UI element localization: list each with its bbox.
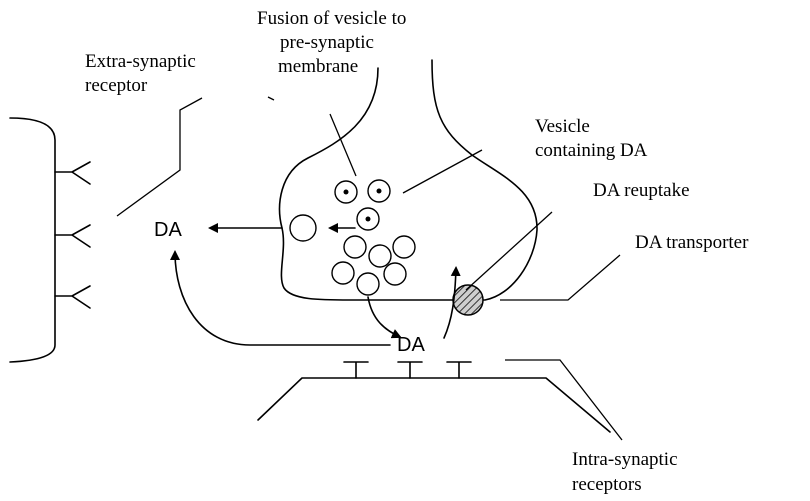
intra-synaptic-label: Intra-synaptic receptors [572, 449, 682, 495]
reuptake-label: DA reuptake [593, 180, 690, 201]
intra-synaptic-receptor-3 [447, 362, 471, 378]
extra-synaptic-receptor-3 [55, 286, 90, 308]
extra-synaptic-receptor-2 [55, 225, 90, 247]
reuptake-arrow [444, 268, 456, 338]
transporter-label: DA transporter [635, 232, 749, 253]
extra-synaptic-label: Extra-synaptic receptor [85, 51, 201, 96]
da-label-extra: DA [154, 219, 182, 241]
fusion-leader [330, 114, 356, 176]
extra-synaptic-neuron [10, 118, 90, 362]
intra-synaptic-neuron [258, 362, 610, 432]
intra-synaptic-receptor-1 [344, 362, 368, 378]
presynaptic-terminal [280, 60, 537, 300]
vesicle-containing-label: Vesicle containing DA [535, 116, 648, 161]
fusion-label: Fusion of vesicle to pre-synaptic membra… [257, 8, 411, 77]
reuptake-leader [466, 212, 552, 290]
mark [268, 97, 274, 100]
release-to-cleft-arrow [368, 297, 400, 337]
vesicle-cluster [332, 236, 415, 295]
da-transporter [453, 285, 483, 315]
vesicle-leader [403, 150, 482, 193]
extra-synaptic-receptor-1 [55, 162, 90, 184]
fusing-vesicle [290, 215, 316, 241]
da-label-cleft: DA [397, 334, 425, 356]
intra-synaptic-receptor-2 [398, 362, 422, 378]
da-vesicles [335, 180, 390, 230]
extra-synaptic-leader [117, 98, 202, 216]
